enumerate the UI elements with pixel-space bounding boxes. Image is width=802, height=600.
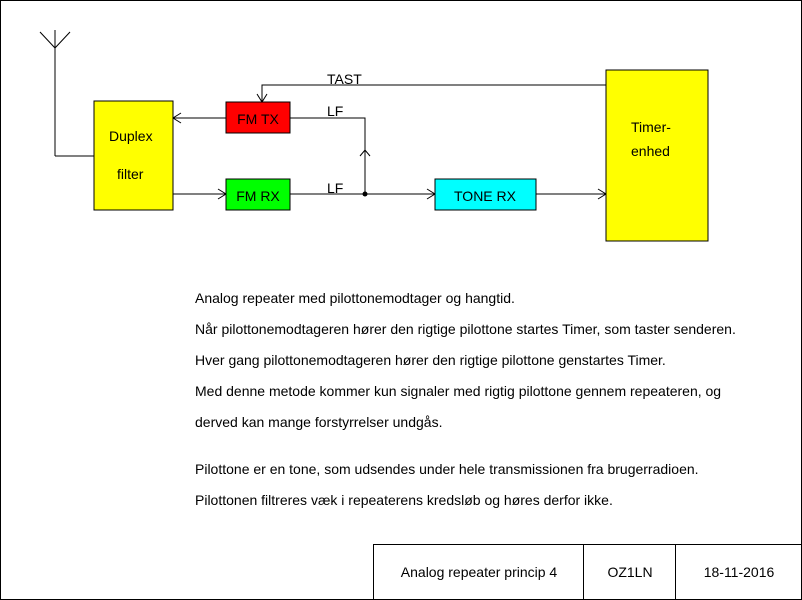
antenna-icon xyxy=(39,30,94,157)
node-fm-rx xyxy=(225,178,291,211)
duplex-label-line1: Duplex xyxy=(109,128,153,144)
edge-label-tast: TAST xyxy=(327,71,362,87)
description-line-5: derved kan mange forstyrrelser undgås. xyxy=(195,414,443,430)
node-tone-rx xyxy=(434,178,537,211)
timer-label-line1: Timer- xyxy=(631,119,671,135)
edge-tast xyxy=(261,84,606,102)
title-block-title: Analog repeater princip 4 xyxy=(373,544,584,599)
node-timer xyxy=(605,69,709,242)
title-block-border xyxy=(373,544,801,545)
description-line-7: Pilottonen filtreres væk i repeaterens k… xyxy=(195,492,613,508)
description-line-2: Når pilottonemodtageren hører den rigtig… xyxy=(195,321,736,337)
fm-tx-label: FM TX xyxy=(237,111,279,127)
duplex-label-line2: filter xyxy=(117,166,144,182)
description-line-4: Med denne metode kommer kun signaler med… xyxy=(195,383,722,399)
edge-lf-loop xyxy=(290,117,366,194)
edge-label-lf-tx: LF xyxy=(327,103,343,119)
title-block-date: 18-11-2016 xyxy=(675,544,802,599)
description-line-3: Hver gang pilottonemodtageren hører den … xyxy=(195,352,666,368)
fm-rx-label: FM RX xyxy=(236,188,280,204)
node-fm-tx xyxy=(225,101,291,134)
tone-rx-label: TONE RX xyxy=(454,188,517,204)
arrowhead-lf-up xyxy=(359,149,371,157)
edge-label-lf-rx: LF xyxy=(327,180,343,196)
title-block-author: OZ1LN xyxy=(583,544,676,599)
description-line-1: Analog repeater med pilottonemodtager og… xyxy=(195,290,515,306)
node-duplex-filter xyxy=(93,100,174,211)
junction-dot xyxy=(362,191,368,197)
timer-label-line2: enhed xyxy=(631,143,670,159)
description-line-6: Pilottone er en tone, som udsendes under… xyxy=(195,461,699,477)
